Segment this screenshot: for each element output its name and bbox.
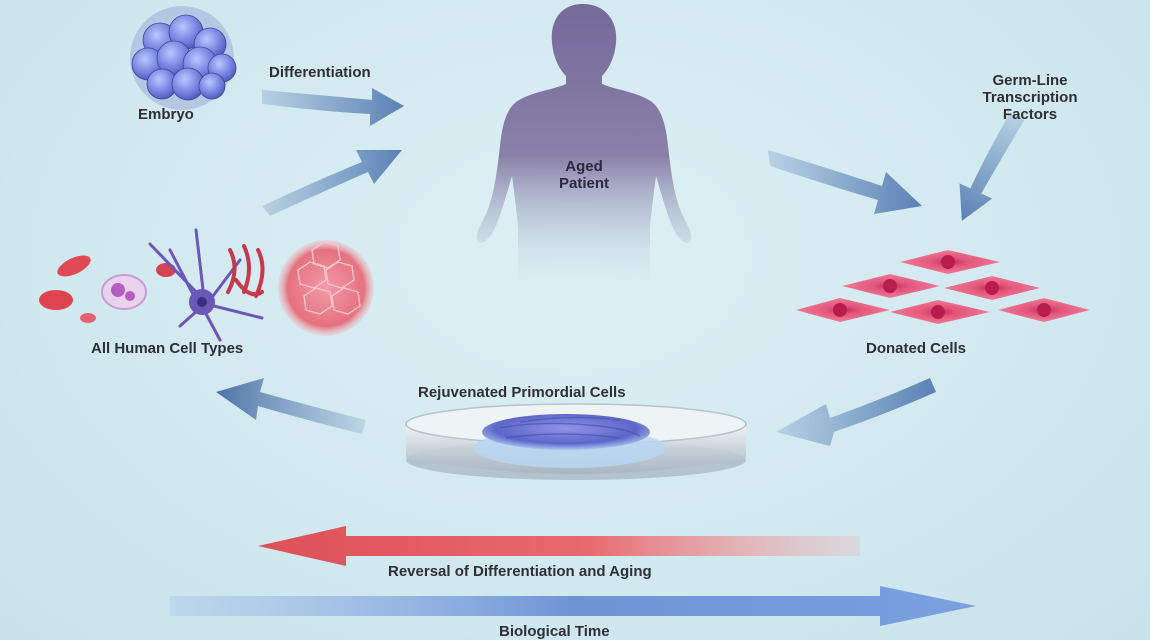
aged-patient-label: Aged Patient — [540, 158, 628, 192]
all-human-cell-types-label: All Human Cell Types — [91, 340, 244, 357]
differentiation-arrow — [262, 88, 404, 126]
donated-cells-illustration — [796, 250, 1090, 324]
flow-arrows — [216, 88, 1025, 446]
biological-time-arrow — [170, 586, 976, 626]
germline-arrow — [959, 113, 1025, 221]
reversal-arrow — [258, 526, 860, 566]
germ-line-label-line3: Factors — [1002, 106, 1058, 123]
germ-line-label-line2: Transcription — [982, 89, 1078, 106]
aged-patient-label-line2: Patient — [558, 175, 609, 192]
rejuvenated-primordial-cells-label: Rejuvenated Primordial Cells — [418, 384, 626, 401]
donated-cells-label: Donated Cells — [866, 340, 967, 357]
aged-patient-silhouette — [476, 4, 692, 280]
cells-to-patient-arrow — [262, 150, 402, 216]
embryo-label: Embryo — [138, 106, 194, 123]
biological-time-label: Biological Time — [499, 623, 610, 640]
germ-line-label: Germ-Line Transcription Factors — [962, 72, 1098, 123]
reversal-label: Reversal of Differentiation and Aging — [388, 563, 652, 580]
donated-to-dish-arrow — [776, 378, 936, 446]
germ-line-label-line1: Germ-Line — [992, 72, 1068, 89]
differentiation-label: Differentiation — [269, 64, 371, 81]
patient-to-donated-arrow — [768, 150, 922, 214]
embryo-illustration — [130, 6, 237, 110]
petri-dish-illustration — [405, 403, 747, 480]
human-cell-types-illustration — [39, 228, 374, 342]
dish-to-cells-arrow — [216, 378, 366, 434]
aged-patient-label-line1: Aged — [565, 158, 603, 175]
